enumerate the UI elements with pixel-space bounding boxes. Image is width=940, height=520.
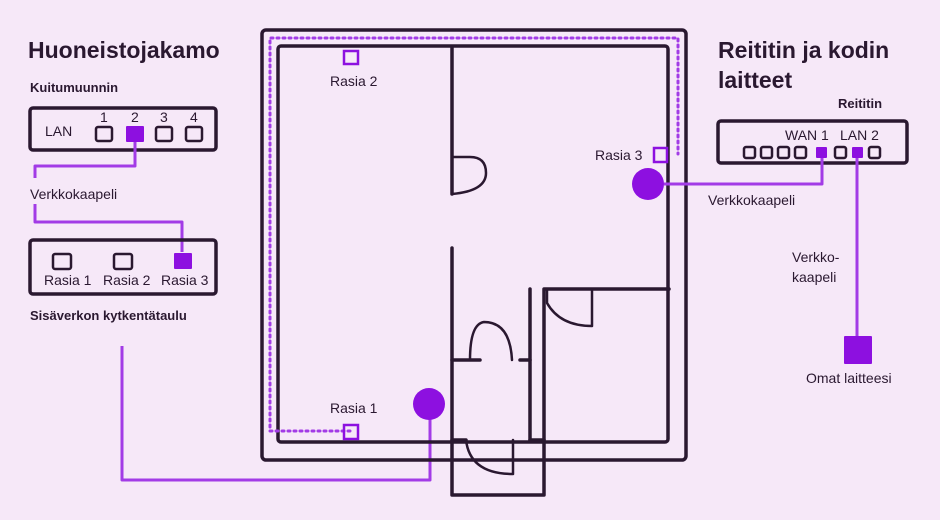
rasia-2-label: Rasia 2 (330, 73, 378, 89)
port-number-3: 3 (160, 109, 168, 125)
heading-left: Huoneistojakamo (28, 37, 220, 63)
patch-panel-title: Sisäverkon kytkentätaulu (30, 308, 187, 323)
router: WAN 1 LAN 2 (716, 119, 909, 165)
rasia-2-wall-socket (342, 49, 360, 66)
rasia-1-wall-socket (342, 423, 360, 441)
rasia-3-wall-socket (652, 146, 669, 164)
router-title: Reititin (838, 96, 882, 111)
cable-label-vertical-1: Verkko- (792, 249, 840, 265)
fiber-modem-lan-label: LAN (45, 123, 72, 139)
cable-label-vertical-2: kaapeli (792, 269, 836, 285)
rasia-3-label: Rasia 3 (595, 147, 643, 163)
devices-icon (844, 336, 872, 364)
rasia-3-connection-point (632, 168, 664, 200)
router-port-3 (776, 145, 791, 160)
router-port-2 (759, 145, 774, 160)
port-number-1: 1 (100, 109, 108, 125)
cable-rasia-3-to-router (664, 158, 824, 186)
modem-port-4 (184, 125, 204, 143)
panel-socket-1 (51, 252, 73, 271)
cable-label-right: Verkkokaapeli (708, 192, 795, 208)
router-port-8 (867, 145, 882, 160)
router-port-4 (793, 145, 808, 160)
rasia-1-connection-point (413, 388, 445, 420)
modem-port-3 (154, 125, 174, 143)
floorplan: Rasia 2 Rasia 3 Rasia 1 (260, 28, 688, 497)
modem-port-2-active (126, 126, 144, 142)
router-lan-port-active (852, 147, 863, 158)
cable-label-left: Verkkokaapeli (30, 186, 117, 202)
devices-label: Omat laitteesi (806, 370, 892, 386)
panel-socket-label-3: Rasia 3 (161, 272, 209, 288)
router-port-6 (833, 145, 848, 160)
fiber-modem: LAN 1 2 3 4 (28, 106, 218, 152)
rasia-1-label: Rasia 1 (330, 400, 378, 416)
panel-socket-2 (112, 252, 134, 271)
port-number-2: 2 (131, 109, 139, 125)
cable-modem-to-panel (33, 142, 184, 252)
heading-right-line-2: laitteet (718, 67, 792, 93)
modem-port-1 (94, 125, 114, 143)
router-lan-label: LAN 2 (840, 127, 879, 143)
heading-right-line-1: Reititin ja kodin (718, 37, 889, 63)
fiber-modem-title: Kuitumuunnin (30, 80, 118, 95)
panel-socket-label-1: Rasia 1 (44, 272, 92, 288)
panel-socket-3-active (174, 253, 192, 269)
router-wan-label: WAN 1 (785, 127, 829, 143)
router-wan-port-active (816, 147, 827, 158)
panel-socket-label-2: Rasia 2 (103, 272, 151, 288)
patch-panel: Rasia 1 Rasia 2 Rasia 3 (28, 238, 218, 296)
router-port-1 (742, 145, 757, 160)
in-wall-cable (268, 36, 680, 433)
port-number-4: 4 (190, 109, 198, 125)
